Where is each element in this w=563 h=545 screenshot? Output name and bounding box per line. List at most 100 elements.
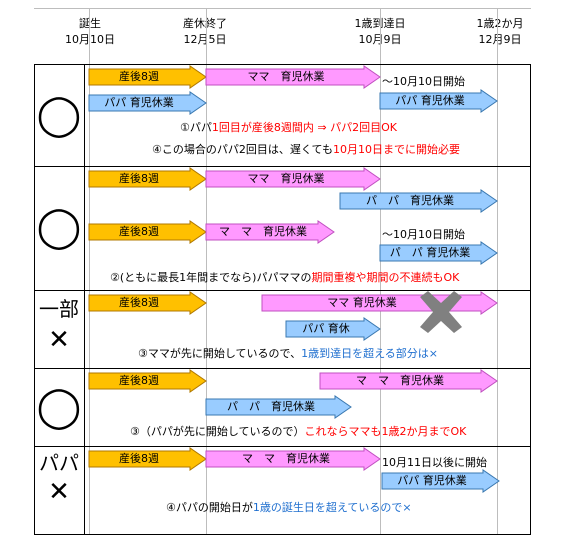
gridline-maternity-end xyxy=(206,8,207,534)
arrow-shape xyxy=(88,447,207,471)
row2-papa-b-start-note: ～10月10日開始 xyxy=(382,228,465,241)
row-separator-3 xyxy=(34,368,531,369)
row1-note1-b: 1回目が産後8週間内 ⇒ パパ2回目OK xyxy=(211,121,397,134)
row3-note-a: ③ママが先に開始しているので、 xyxy=(138,347,302,360)
row2-mama-b-label: マ マ 育児休業 xyxy=(219,225,307,238)
row2-papa-a-label: パ パ 育児休業 xyxy=(366,194,454,207)
row2-sango-b-arrow xyxy=(88,220,207,244)
row2-ok-mark: ◯ xyxy=(36,204,82,250)
arrow-shape xyxy=(88,220,207,244)
row2-note-a: ②(ともに最長1年間までなら)パパママの xyxy=(110,271,312,284)
arrow-shape xyxy=(88,65,207,89)
row5-papa-arrow xyxy=(381,469,500,493)
row3-partial-label: 一部 xyxy=(39,297,79,321)
arrow-shape xyxy=(205,167,381,191)
gridline-one-two xyxy=(497,8,498,534)
row5-sango-label: 産後8週 xyxy=(119,452,159,465)
row4-ok-mark: ◯ xyxy=(36,384,82,430)
row1-note2-b: 10月10日までに開始必要 xyxy=(332,143,460,156)
header-col-birth: 誕生 10月10日 xyxy=(55,16,125,48)
row4-papa-arrow xyxy=(205,395,352,419)
row2-sango-b-label: 産後8週 xyxy=(119,225,159,238)
gridline-first-birthday xyxy=(380,8,381,534)
row2-mama-b-arrow xyxy=(205,220,335,244)
header-one-two-line1: 1歳2か月 xyxy=(476,17,524,30)
arrow-shape xyxy=(379,241,498,265)
row1-note1: ①パパ1回目が産後8週間内 ⇒ パパ2回目OK xyxy=(180,121,397,135)
arrow-shape xyxy=(381,469,500,493)
arrow-shape xyxy=(339,189,498,213)
row5-cross-mark: ✕ xyxy=(48,477,70,507)
header-birth-line1: 誕生 xyxy=(79,17,101,30)
arrow-shape xyxy=(88,91,207,115)
arrow-shape xyxy=(319,369,498,393)
row1-mama-arrow xyxy=(205,65,381,89)
row3-cross-mark: ✕ xyxy=(48,325,70,355)
row5-papa-label: パパ 育児休業 xyxy=(397,474,467,487)
arrow-shape xyxy=(205,447,381,471)
row2-note-b: 期間重複や期間の不連続もOK xyxy=(311,271,460,284)
row1-ok-mark: ◯ xyxy=(36,92,82,138)
row5-note-b: 1歳の誕生日を超えているので× xyxy=(252,501,412,514)
arrow-shape xyxy=(379,89,498,113)
row4-sango-arrow xyxy=(88,369,207,393)
row3-note-b: 1歳到達日を超える部分は× xyxy=(301,347,438,360)
header-col-maternity-end: 産休終了 12月5日 xyxy=(170,16,240,48)
gridline-birth xyxy=(89,8,90,534)
header-top-border xyxy=(34,8,531,9)
row4-sango-label: 産後8週 xyxy=(119,374,159,387)
arrow-shape xyxy=(88,167,207,191)
row2-papa-a-arrow xyxy=(339,189,498,213)
row2-mama-a-label: ママ 育児休業 xyxy=(247,172,325,185)
row4-note-b: これならママも1歳2か月までOK xyxy=(304,425,467,438)
header-one-two-line2: 12月9日 xyxy=(478,33,522,46)
row2-mama-a-arrow xyxy=(205,167,381,191)
row-separator-1 xyxy=(34,166,531,167)
row1-papa2-arrow xyxy=(379,89,498,113)
header-maternity-end-line1: 産休終了 xyxy=(183,17,227,30)
mark-column-separator xyxy=(84,64,85,535)
row3-sango-label: 産後8週 xyxy=(119,296,159,309)
row4-mama-arrow xyxy=(319,369,498,393)
row1-mama-label: ママ 育児休業 xyxy=(247,70,325,83)
row3-papa-arrow xyxy=(285,317,381,341)
table-frame xyxy=(34,64,531,535)
row3-cross-icon xyxy=(420,291,462,333)
row4-note: ③（パパが先に開始しているので）これならママも1歳2か月までOK xyxy=(130,425,466,439)
row1-papa1-arrow xyxy=(88,91,207,115)
header-col-one-two: 1歳2か月 12月9日 xyxy=(465,16,535,48)
arrow-shape xyxy=(88,369,207,393)
header-maternity-end-line2: 12月5日 xyxy=(183,33,227,46)
arrow-shape xyxy=(285,317,381,341)
row2-sango-a-label: 産後8週 xyxy=(119,172,159,185)
row1-papa2-label: パパ 育児休業 xyxy=(395,94,465,107)
row4-note-a: ③（パパが先に開始しているので） xyxy=(130,425,305,438)
row3-mama-label: ママ 育児休業 xyxy=(327,296,397,309)
arrow-shape xyxy=(205,65,381,89)
row5-papa-label: パパ xyxy=(39,451,79,475)
row1-papa1-label: パパ 育児休業 xyxy=(104,96,174,109)
row1-sango-arrow xyxy=(88,65,207,89)
row1-note2-a: ④この場合のパパ2回目は、遅くても xyxy=(152,143,333,156)
row2-sango-a-arrow xyxy=(88,167,207,191)
row1-note1-a: ①パパ xyxy=(180,121,212,134)
row3-papa-label: パパ 育休 xyxy=(302,322,350,335)
row3-sango-arrow xyxy=(88,291,207,315)
row2-papa-b-arrow xyxy=(379,241,498,265)
row2-papa-b-label: パ パ 育児休業 xyxy=(389,246,471,259)
row5-note-a: ④パパの開始日が xyxy=(166,501,253,514)
row5-sango-arrow xyxy=(88,447,207,471)
row5-papa-start-note: 10月11日以後に開始 xyxy=(382,456,487,469)
row1-sango-label: 産後8週 xyxy=(119,70,159,83)
header-birth-line2: 10月10日 xyxy=(65,33,115,46)
row5-mama-label: マ マ 育児休業 xyxy=(242,452,330,465)
row-separator-4 xyxy=(34,446,531,447)
row-separator-2 xyxy=(34,290,531,291)
row5-mama-arrow xyxy=(205,447,381,471)
arrow-shape xyxy=(88,291,207,315)
row3-note: ③ママが先に開始しているので、1歳到達日を超える部分は× xyxy=(138,347,438,361)
arrow-shape xyxy=(205,220,335,244)
row5-note: ④パパの開始日が1歳の誕生日を超えているので× xyxy=(166,501,412,515)
row2-note: ②(ともに最長1年間までなら)パパママの期間重複や期間の不連続もOK xyxy=(110,271,459,285)
arrow-shape xyxy=(205,395,352,419)
